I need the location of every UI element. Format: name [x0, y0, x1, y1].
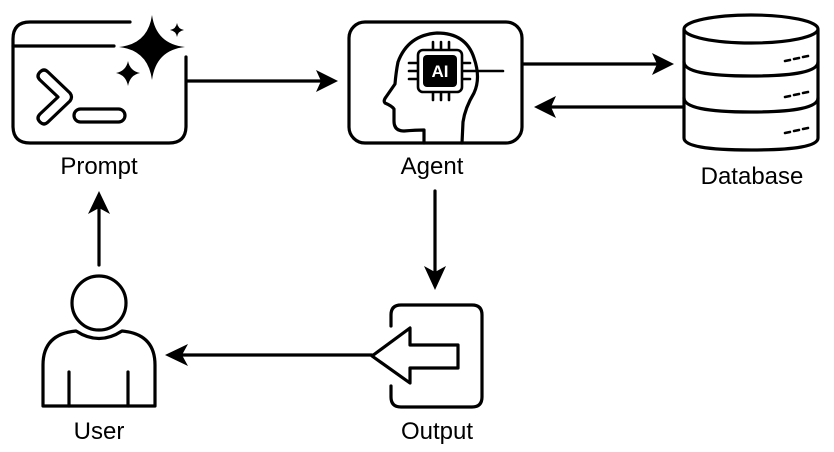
output-node: Output — [370, 303, 484, 445]
edge-agent-to-database — [521, 53, 674, 75]
edge-output-to-user — [165, 344, 374, 366]
edge-user-to-prompt — [88, 191, 110, 267]
prompt-label: Prompt — [60, 153, 138, 180]
user-label: User — [74, 418, 125, 445]
edge-prompt-to-agent — [185, 70, 338, 92]
database-node: Database — [682, 13, 820, 190]
arrowhead-left — [165, 344, 188, 366]
arrowhead-right — [316, 70, 338, 92]
arrowhead-down — [424, 266, 446, 290]
database-label: Database — [701, 163, 804, 190]
output-arrow-icon — [370, 303, 484, 409]
agent-frame — [347, 20, 524, 145]
output-label: Output — [401, 418, 473, 445]
terminal-icon — [11, 20, 188, 145]
prompt-node: Prompt — [11, 15, 188, 180]
sparkle-icon — [116, 15, 185, 86]
arrowhead-up — [88, 191, 110, 214]
arrowhead-right — [652, 53, 674, 75]
agent-node: AI Agent — [347, 20, 524, 180]
user-icon — [41, 274, 157, 408]
ai-chip-label: AI — [432, 62, 449, 81]
edge-agent-to-output — [424, 189, 446, 290]
edge-database-to-agent — [534, 96, 685, 118]
arrowhead-left — [534, 96, 556, 118]
ai-head-icon: AI — [382, 31, 505, 145]
user-node: User — [41, 274, 157, 445]
database-icon — [682, 13, 820, 152]
agent-label: Agent — [401, 153, 464, 180]
